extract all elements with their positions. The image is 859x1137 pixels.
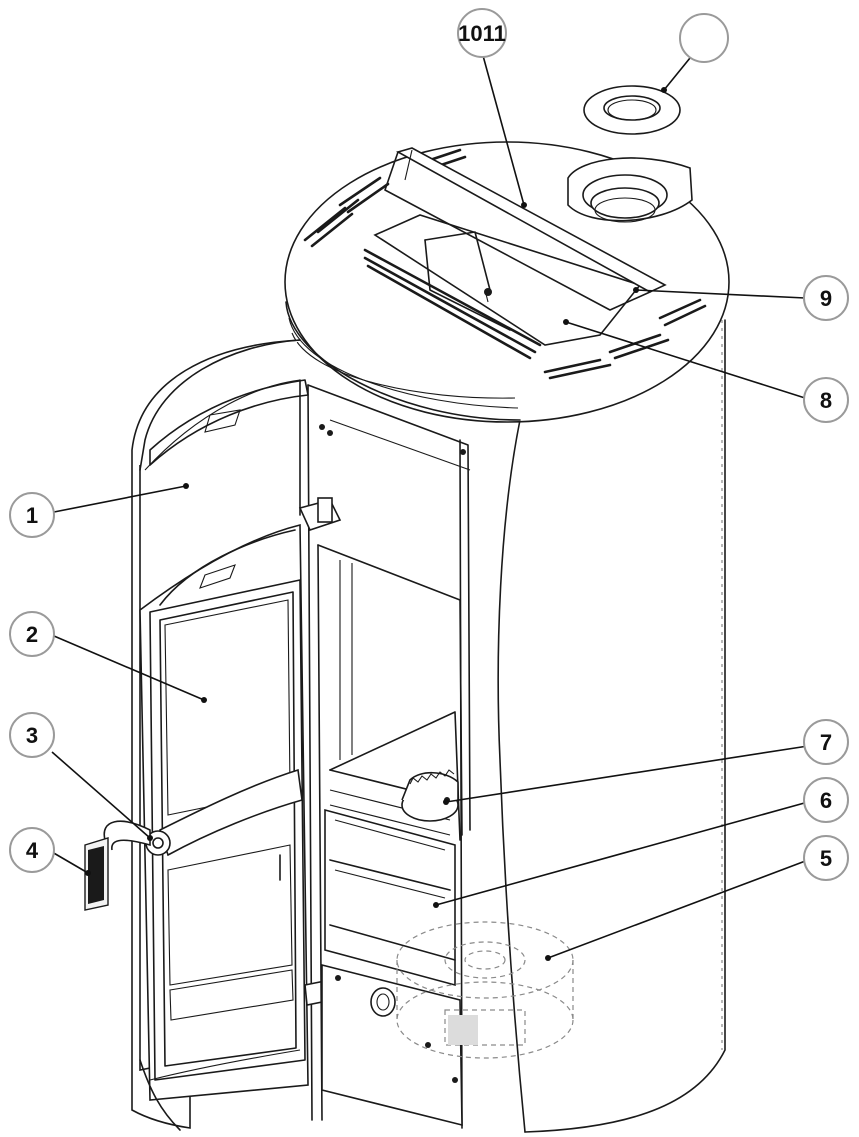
top-vents-left <box>303 176 390 248</box>
hopper-opening <box>373 214 642 346</box>
leader-lines <box>51 51 809 961</box>
callout-7: 7 <box>803 719 849 765</box>
callout-top-blank <box>679 13 729 63</box>
callout-8: 8 <box>803 377 849 423</box>
callout-3-label: 3 <box>26 723 38 748</box>
callout-8-label: 8 <box>820 388 832 413</box>
callout-1-label: 1 <box>26 503 38 528</box>
door-handle <box>145 768 303 857</box>
side-panel-left <box>131 339 301 1129</box>
stove-illustration <box>84 85 730 1133</box>
callout-2: 2 <box>9 611 55 657</box>
lower-compartment <box>321 963 463 1127</box>
flue-outlet <box>567 157 693 223</box>
door-hinge-top <box>298 497 342 531</box>
callout-1011-label: 1011 <box>458 21 506 46</box>
ash-drawer <box>324 808 456 987</box>
callout-2-label: 2 <box>26 622 38 647</box>
callout-6-label: 6 <box>820 788 832 813</box>
callout-4-label: 4 <box>26 838 39 863</box>
callout-9: 9 <box>803 275 849 321</box>
flue-ring <box>583 85 681 135</box>
top-vents-center <box>363 248 542 360</box>
callout-7-label: 7 <box>820 730 832 755</box>
callout-5: 5 <box>803 835 849 881</box>
callout-1: 1 <box>9 492 55 538</box>
callout-3: 3 <box>9 712 55 758</box>
callout-9-label: 9 <box>820 286 832 311</box>
burner-pot <box>401 769 459 822</box>
hopper-lid <box>395 147 667 293</box>
callout-4: 4 <box>9 827 55 873</box>
fan-outline <box>396 921 574 1059</box>
callout-6: 6 <box>803 777 849 823</box>
callout-5-label: 5 <box>820 846 832 871</box>
callout-1011: 1011 <box>457 8 507 58</box>
